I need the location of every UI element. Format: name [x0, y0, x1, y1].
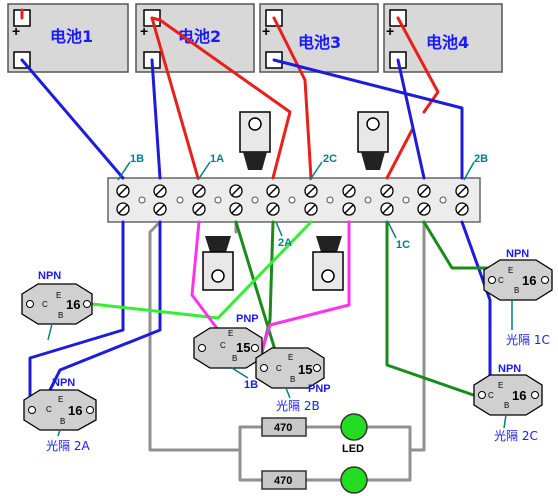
transistor-caption: 光隔 1C — [506, 333, 550, 347]
pin-c: C — [220, 341, 226, 350]
pin-e: E — [56, 291, 61, 300]
battery-4: + 电池4 — [383, 3, 503, 73]
to220-bottom-left — [202, 236, 234, 291]
to220-bottom-right — [312, 236, 344, 291]
battery-1-label: 电池1 — [50, 27, 93, 46]
resistor-bottom: 470 — [261, 470, 307, 490]
led-label: LED — [342, 443, 364, 455]
pin-b: B — [60, 417, 65, 426]
battery-2-plus: + — [140, 23, 148, 39]
led-bottom — [340, 466, 368, 494]
transistor-num: 16 — [512, 388, 526, 403]
transistor-type: NPN — [498, 363, 521, 375]
transistor-type: NPN — [506, 248, 529, 260]
transistor-npn-left-top: NPN E C B 16 — [21, 270, 93, 341]
pin-b: B — [504, 401, 509, 410]
transistor-num: 15 — [298, 362, 312, 377]
transistor-num: 16 — [522, 273, 536, 288]
transistor-caption: 1B — [244, 379, 258, 391]
battery-3-label: 电池3 — [298, 33, 341, 52]
terminal-strip — [107, 177, 481, 223]
transistor-pnp-2b: C E B 15 PNP 光隔 2B — [255, 347, 331, 413]
battery-3-plus: + — [262, 23, 270, 39]
battery-4-label: 电池4 — [426, 33, 469, 52]
resistor-bottom-value: 470 — [274, 475, 292, 487]
transistor-num: 16 — [66, 297, 80, 312]
transistor-npn-2a: NPN C E B 16 光隔 2A — [23, 377, 97, 453]
pin-b: B — [58, 311, 63, 320]
led-top — [340, 413, 368, 441]
battery-1-plus: + — [12, 23, 20, 39]
pin-c: C — [276, 364, 282, 373]
transistor-caption: 光隔 2A — [46, 439, 90, 453]
battery-2: + 电池2 — [135, 3, 255, 73]
label-2c: 2C — [323, 153, 337, 165]
pin-e: E — [288, 353, 293, 362]
transistor-type: PNP — [236, 313, 259, 325]
to220-top-left — [239, 111, 271, 170]
battery-4-plus: + — [386, 23, 394, 39]
pin-c: C — [498, 276, 504, 285]
pin-b: B — [232, 354, 237, 363]
transistor-caption: 光隔 2C — [494, 429, 538, 443]
resistor-top: 470 — [261, 417, 307, 437]
pin-e: E — [58, 395, 63, 404]
label-1c: 1C — [396, 239, 410, 251]
pin-e: E — [228, 329, 233, 338]
transistor-num: 15 — [236, 340, 250, 355]
pin-e: E — [508, 266, 513, 275]
terminal-labels: 1B 1A 2C 2B 2A 1C — [117, 153, 488, 251]
pin-c: C — [488, 391, 494, 400]
label-2a: 2A — [278, 237, 292, 249]
pin-c: C — [46, 405, 52, 414]
pin-b: B — [290, 375, 295, 384]
pin-b: B — [514, 286, 519, 295]
transistor-type: NPN — [52, 377, 75, 389]
pin-e: E — [498, 381, 503, 390]
transistor-caption: 光隔 2B — [276, 399, 320, 413]
label-1a: 1A — [210, 153, 224, 165]
transistor-npn-2c: NPN C E B 16 光隔 2C — [473, 363, 543, 443]
to220-top-right — [357, 111, 389, 170]
label-2b: 2B — [474, 153, 488, 165]
pin-c: C — [42, 300, 48, 309]
transistor-type: PNP — [308, 383, 331, 395]
terminal-screws — [116, 184, 469, 216]
transistor-npn-1c: NPN C E B 16 光隔 1C — [483, 248, 553, 347]
transistor-num: 16 — [68, 403, 82, 418]
transistor-type: NPN — [38, 270, 61, 282]
transistor-pnp-1b: PNP E C B 15 1B — [193, 313, 263, 391]
resistor-top-value: 470 — [274, 422, 292, 434]
wires — [20, 8, 494, 482]
label-1b: 1B — [130, 153, 144, 165]
battery-1: + 电池1 — [7, 3, 129, 73]
